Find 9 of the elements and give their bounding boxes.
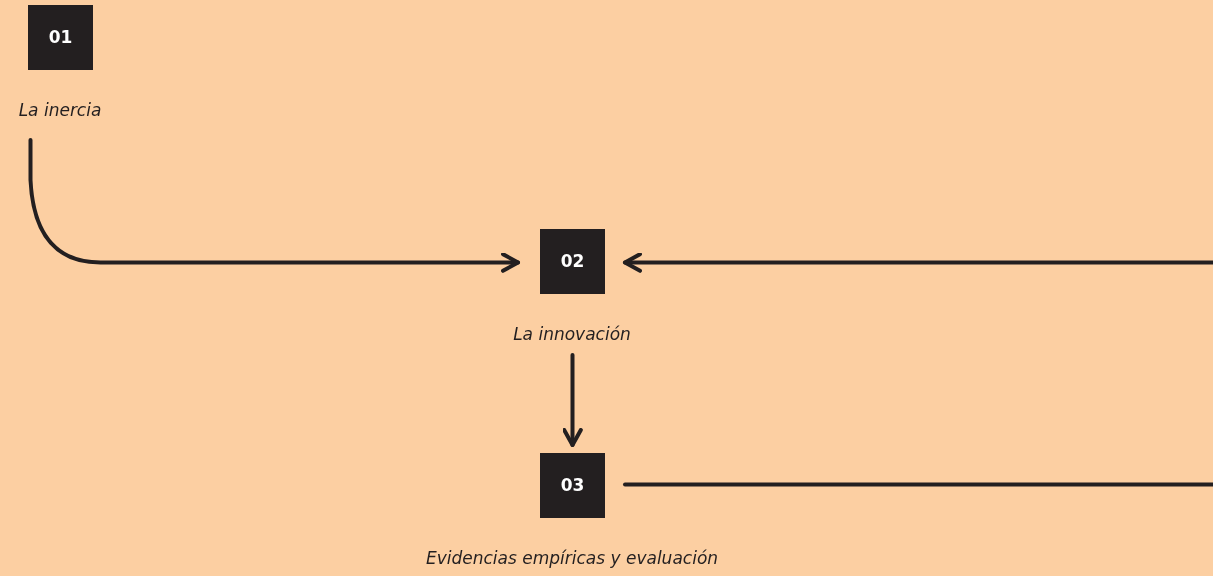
number-box: 01 [28,5,93,70]
number-box: 02 [540,229,605,294]
number-box: 03 [540,453,605,518]
arrow [562,353,583,447]
step-caption: La innovación [513,323,631,346]
arrow [28,138,520,273]
arrow [623,252,1213,273]
step-caption: Evidencias empíricas y evaluación [425,547,719,570]
step-caption: La inercia [18,99,102,122]
